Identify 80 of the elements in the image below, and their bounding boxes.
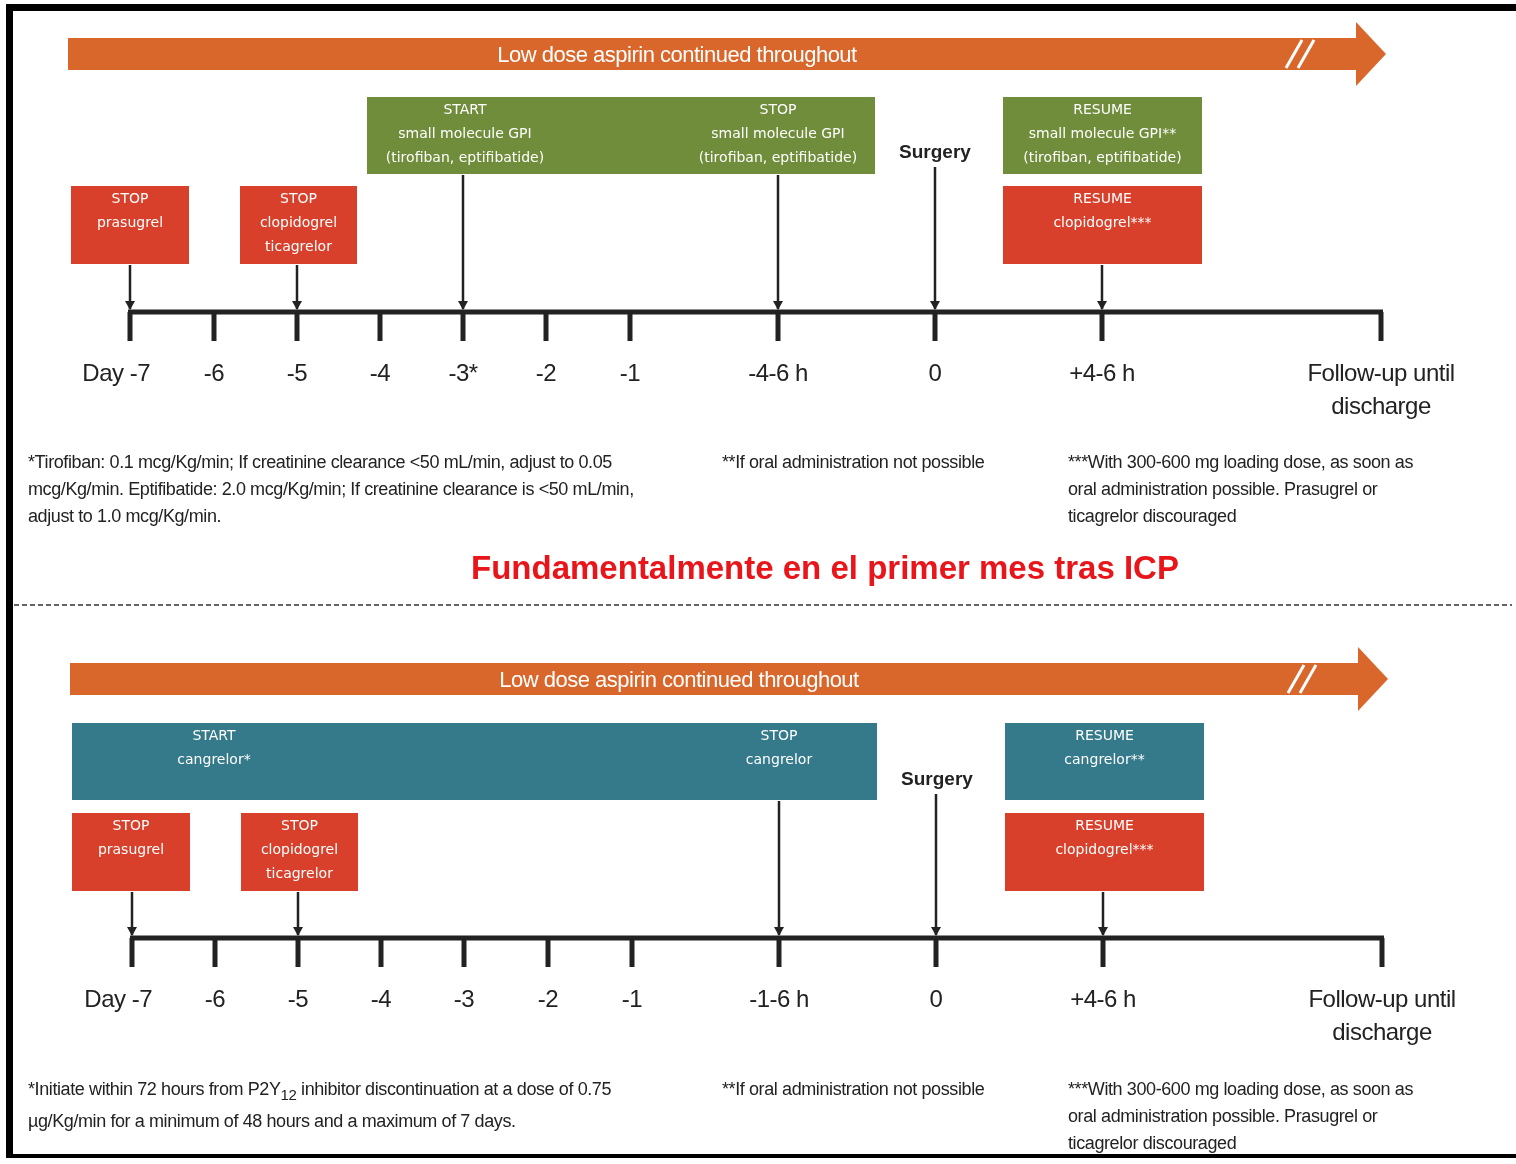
- box-heading: STOP: [279, 189, 318, 208]
- subtitle: Fundamentalmente en el primer mes tras ICP: [470, 548, 1180, 588]
- box-heading: RESUME: [1074, 816, 1135, 835]
- timeline-event-box: [72, 813, 190, 891]
- box-text: prasugrel: [96, 840, 166, 859]
- arrow: [774, 801, 784, 936]
- arrow: [1098, 892, 1108, 936]
- box-heading: STOP: [280, 816, 319, 835]
- box-text: cangrelor: [744, 750, 814, 769]
- timeline-event-box: [1005, 813, 1204, 891]
- tick-label: -2: [534, 358, 558, 388]
- box-heading: STOP: [111, 816, 151, 835]
- box-text: clopidogrel ticagrelor: [258, 213, 339, 256]
- box-text: cangrelor*: [176, 750, 252, 769]
- box-heading: RESUME: [1074, 726, 1135, 745]
- tick-label: -1: [620, 984, 644, 1014]
- footnote: ***With 300-600 mg loading dose, as soon as oral administration possible. Prasugrel or ticagrelor discouraged: [1068, 451, 1415, 528]
- box-text: clopidogrel ticagrelor: [259, 840, 340, 883]
- box-heading: RESUME: [1072, 189, 1133, 208]
- tick-label: -5: [285, 358, 309, 388]
- band-label: Low dose aspirin continued throughout: [498, 666, 860, 694]
- tick-label: -4: [368, 358, 392, 388]
- footnote: ***With 300-600 mg loading dose, as soon as oral administration possible. Prasugrel or ticagrelor discouraged: [1068, 1078, 1415, 1155]
- arrow: [292, 265, 302, 310]
- box-heading: STOP: [758, 100, 798, 119]
- box-text: small molecule GPI** (tirofiban, eptifibatide): [1022, 124, 1183, 167]
- arrow: [458, 175, 468, 310]
- timeline-event-box: [241, 813, 358, 891]
- tick-label: 0: [927, 358, 943, 388]
- tick-label: Follow-up until discharge: [1306, 358, 1456, 421]
- tick-label: -4-6 h: [747, 358, 809, 388]
- arrow: [930, 167, 940, 310]
- arrow: [293, 892, 303, 936]
- box-heading: START: [442, 100, 488, 119]
- tick-label: Follow-up until discharge: [1307, 984, 1457, 1047]
- tick-label: -1: [618, 358, 642, 388]
- tick-label: -6: [203, 984, 227, 1014]
- arrow: [931, 794, 941, 936]
- tick-label: -3: [452, 984, 476, 1014]
- timeline-event-box: [1005, 723, 1204, 800]
- box-heading: STOP: [759, 726, 799, 745]
- box-text: clopidogrel***: [1054, 840, 1155, 859]
- event-label: Surgery: [900, 767, 974, 791]
- box-heading: RESUME: [1072, 100, 1133, 119]
- arrow: [125, 265, 135, 310]
- tick-label: +4-6 h: [1068, 358, 1136, 388]
- timeline-event-box: [71, 186, 189, 264]
- footnote: *Tirofiban: 0.1 mcg/Kg/min; If creatinine clearance <50 mL/min, adjust to 0.05 mcg/Kg/min. Eptifibatide: 2.0 mcg/Kg/min; If creatinine clearance is <50 mL/min, adjust to 1.0 mcg/Kg/min.: [28, 451, 635, 528]
- footnote: **If oral administration not possible: [722, 1078, 986, 1101]
- timeline-event-box: [367, 97, 875, 174]
- tick-label: +4-6 h: [1069, 984, 1137, 1014]
- box-text: clopidogrel***: [1052, 213, 1153, 232]
- band-label: Low dose aspirin continued throughout: [496, 41, 858, 69]
- footnote: *Initiate within 72 hours from P2Y$_{12}$ inhibitor discontinuation at a dose of 0.75 µg/Kg/min for a minimum of 48 hours and a maximum of 7 days.: [28, 1078, 613, 1133]
- tick-label: -3*: [447, 358, 479, 388]
- arrow-band: [70, 647, 1388, 711]
- box-text: small molecule GPI (tirofiban, eptifibatide): [697, 124, 859, 167]
- tick-label: -6: [202, 358, 226, 388]
- box-text: small molecule GPI (tirofiban, eptifibatide): [384, 124, 546, 167]
- tick-label: Day -7: [83, 984, 152, 1014]
- tick-label: 0: [928, 984, 944, 1014]
- tick-label: -5: [286, 984, 310, 1014]
- arrow: [773, 175, 783, 310]
- box-heading: STOP: [110, 189, 150, 208]
- timeline-event-box: [1003, 97, 1202, 174]
- timeline-event-box: [1003, 186, 1202, 264]
- event-label: Surgery: [898, 140, 972, 164]
- tick-label: -2: [536, 984, 560, 1014]
- footnote: **If oral administration not possible: [722, 451, 986, 474]
- box-text: prasugrel: [95, 213, 165, 232]
- arrow: [1097, 265, 1107, 310]
- timeline-event-box: [72, 723, 877, 800]
- tick-label: Day -7: [81, 358, 150, 388]
- tick-label: -1-6 h: [748, 984, 810, 1014]
- timeline-event-box: [240, 186, 357, 264]
- box-heading: START: [191, 726, 237, 745]
- box-text: cangrelor**: [1063, 750, 1146, 769]
- tick-label: -4: [369, 984, 393, 1014]
- arrow: [127, 892, 137, 936]
- arrow-band: [68, 22, 1386, 86]
